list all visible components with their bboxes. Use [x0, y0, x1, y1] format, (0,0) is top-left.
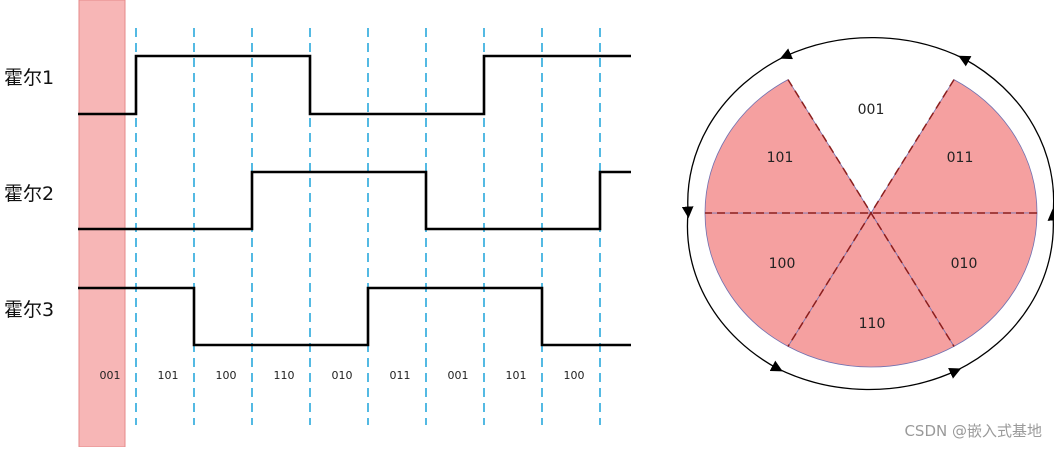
watermark: CSDN @嵌入式基地 [904, 422, 1042, 440]
step-code: 011 [390, 369, 411, 382]
sector-001 [788, 58, 954, 213]
step-code: 001 [448, 369, 469, 382]
hall2-label: 霍尔2 [4, 183, 54, 205]
rotation-arrow-left-lower [686, 212, 783, 372]
diameter-line [787, 79, 955, 347]
sector-101 [704, 79, 872, 214]
step-codes: 001 101 100 110 010 011 001 101 100 [100, 369, 585, 382]
rotor-sector-diagram: 001 011 010 110 100 101 [681, 36, 1054, 391]
sector-label-110: 110 [859, 316, 886, 332]
hall1-label: 霍尔1 [4, 67, 54, 89]
sector-110 [787, 212, 955, 368]
sector-010 [870, 212, 1038, 347]
step-code: 110 [274, 369, 295, 382]
hall3-label: 霍尔3 [4, 299, 54, 321]
sector-label-100: 100 [769, 256, 796, 272]
sector-label-101: 101 [767, 150, 794, 166]
step-code: 101 [506, 369, 527, 382]
step-code: 101 [158, 369, 179, 382]
rotation-arrow-bottom [777, 368, 962, 391]
hall1-waveform [78, 54, 631, 116]
sectors [704, 58, 1038, 368]
rotation-arrow-top [779, 36, 964, 60]
hall-waveforms [78, 54, 631, 347]
step-code: 100 [564, 369, 585, 382]
step-code: 010 [332, 369, 353, 382]
rotation-arrow-right-lower [955, 208, 1054, 372]
sector-diameters [705, 79, 1037, 347]
step-code: 001 [100, 369, 121, 382]
step-boundary-lines [135, 28, 601, 425]
step-code: 100 [216, 369, 237, 382]
sector-label-011: 011 [947, 150, 974, 166]
rotation-arrow-left-upper [681, 55, 786, 219]
hall3-waveform [78, 286, 631, 347]
sector-label-010: 010 [951, 256, 978, 272]
sector-label-001: 001 [858, 102, 885, 118]
hall2-waveform [78, 170, 631, 231]
current-step-highlight [78, 0, 126, 448]
rotation-arrow-right-upper [958, 55, 1054, 215]
sector-011 [870, 79, 1038, 214]
sector-100 [704, 212, 872, 347]
